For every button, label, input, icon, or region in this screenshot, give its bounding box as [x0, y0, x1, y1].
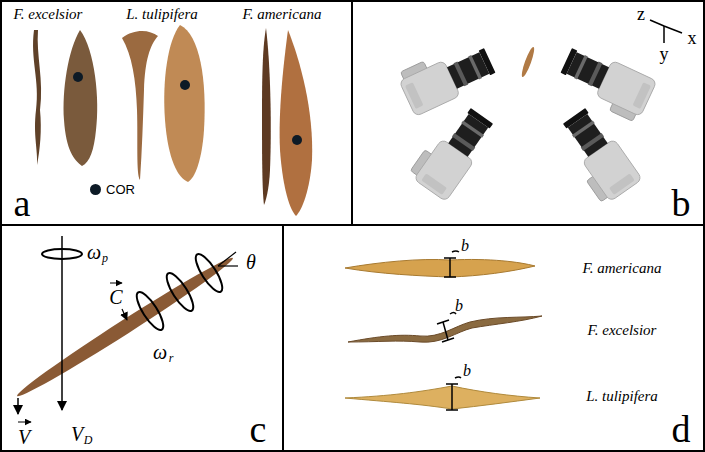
figure-panel: a: [0, 0, 353, 226]
leaf-photos: [33, 25, 312, 216]
species-name: L. tulipifera: [586, 389, 658, 404]
symbol-label: V: [18, 427, 30, 447]
symbol-subscript: r: [169, 352, 174, 364]
species-name: F. excelsior: [14, 7, 83, 22]
dimension-label: b: [463, 363, 471, 379]
dimension-label: b: [455, 298, 463, 314]
dimension-label: b: [461, 238, 469, 254]
legend-text: COR: [106, 183, 135, 196]
figure-panel: c: [0, 224, 284, 452]
panel-letter: d: [672, 410, 691, 448]
panel-letter: a: [14, 184, 31, 222]
symbol-label: ω: [153, 342, 167, 362]
symbol-subscript: D: [84, 434, 93, 446]
axis-label: x: [688, 29, 697, 47]
figure-panel: b: [351, 0, 705, 226]
symbol-label: ω: [87, 242, 101, 262]
panel-letter: c: [250, 410, 267, 448]
legend-entry: COR: [90, 183, 135, 196]
species-name: F. excelsior: [588, 323, 657, 338]
figure-panel: d: [282, 224, 705, 452]
symbol-subscript: p: [102, 252, 108, 264]
axis-label: y: [660, 45, 669, 63]
symbol-label: θ: [246, 252, 256, 272]
symbol-label: V: [71, 424, 83, 444]
camera-rig: [396, 20, 682, 206]
species-name: F. americana: [583, 261, 662, 276]
legend-swatch: [90, 184, 101, 195]
symbol-label: C: [109, 287, 122, 307]
species-name: L. tulipifera: [126, 7, 198, 22]
panel-letter: b: [672, 184, 691, 222]
axis-label: z: [637, 5, 645, 23]
leaf-kinematics: [13, 236, 238, 422]
species-name: F. americana: [243, 7, 322, 22]
leaf-profiles: [345, 251, 542, 410]
